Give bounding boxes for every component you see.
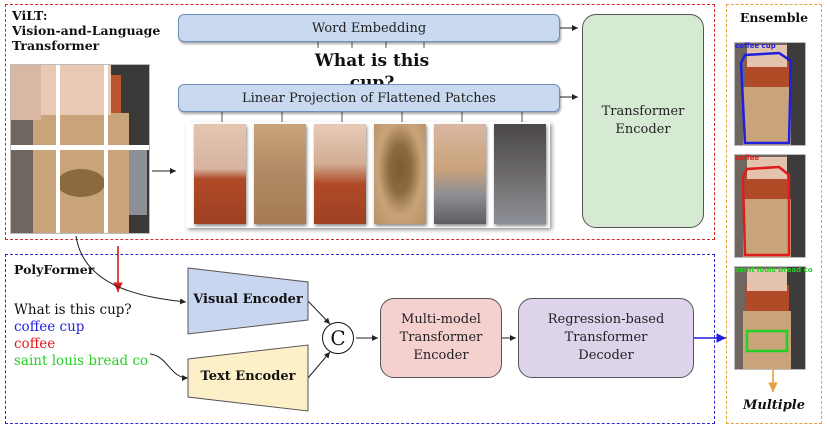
visual-encoder-label: Visual Encoder bbox=[193, 292, 303, 307]
polyformer-frame bbox=[5, 254, 715, 424]
polyformer-title: PolyFormer bbox=[14, 262, 95, 277]
cup-grid-image bbox=[11, 65, 149, 233]
vilt-transformer-line1: Transformer bbox=[601, 104, 685, 119]
prompt-saint-louis: saint louis bread co bbox=[14, 353, 149, 369]
decoder-line2: Transformer bbox=[564, 330, 648, 345]
ensemble-footer: Multiple bbox=[742, 398, 806, 413]
ensemble-result-2 bbox=[734, 154, 806, 258]
patch-1 bbox=[194, 124, 246, 224]
ensemble-result-3 bbox=[734, 266, 806, 370]
ensemble-frame bbox=[726, 4, 822, 424]
text-encoder-shape bbox=[187, 344, 309, 412]
patch-6 bbox=[494, 124, 546, 224]
patch-3 bbox=[314, 124, 366, 224]
regression-decoder: Regression-based Transformer Decoder bbox=[518, 298, 694, 378]
multimodal-encoder: Multi-model Transformer Encoder bbox=[380, 298, 502, 378]
prompt-question: What is this cup? bbox=[14, 302, 132, 318]
mm-encoder-line1: Multi-model bbox=[401, 312, 481, 327]
vilt-title: ViLT: Vision-and-Language Transformer bbox=[12, 8, 172, 53]
patch-2 bbox=[254, 124, 306, 224]
vilt-title-line3: Transformer bbox=[12, 38, 100, 53]
visual-encoder-shape bbox=[187, 267, 309, 335]
prompt-coffee: coffee bbox=[14, 336, 56, 352]
decoder-line1: Regression-based bbox=[547, 312, 665, 327]
word-embedding-label: Word Embedding bbox=[311, 20, 427, 36]
prompt-list: What is this cup? coffee cup coffee sain… bbox=[14, 302, 164, 370]
concat-symbol: C bbox=[330, 326, 346, 350]
vilt-transformer-encoder: Transformer Encoder bbox=[582, 14, 704, 228]
word-embedding-box: Word Embedding bbox=[178, 14, 560, 42]
mm-encoder-line3: Encoder bbox=[413, 348, 469, 363]
vilt-input-image bbox=[10, 64, 150, 234]
linear-projection-label: Linear Projection of Flattened Patches bbox=[242, 90, 496, 106]
ensemble-label-2: coffee bbox=[735, 154, 760, 162]
prompt-coffee-cup: coffee cup bbox=[14, 319, 85, 335]
ensemble-label-3: saint louis bread co bbox=[735, 266, 813, 274]
ensemble-result-1 bbox=[734, 42, 806, 146]
concat-icon: C bbox=[322, 322, 354, 354]
ensemble-title: Ensemble bbox=[739, 10, 809, 25]
text-encoder-label: Text Encoder bbox=[200, 369, 296, 384]
mm-encoder-line2: Transformer bbox=[399, 330, 483, 345]
vilt-title-line2: Vision-and-Language bbox=[12, 23, 161, 38]
patch-5 bbox=[434, 124, 486, 224]
ensemble-label-1: coffee cup bbox=[735, 42, 776, 50]
decoder-line3: Decoder bbox=[578, 348, 634, 363]
vilt-title-line1: ViLT: bbox=[12, 8, 48, 23]
patch-4 bbox=[374, 124, 426, 224]
vilt-frame bbox=[5, 4, 715, 240]
vilt-transformer-line2: Encoder bbox=[615, 122, 671, 137]
linear-projection-box: Linear Projection of Flattened Patches bbox=[178, 84, 560, 112]
patch-strip bbox=[186, 122, 550, 228]
